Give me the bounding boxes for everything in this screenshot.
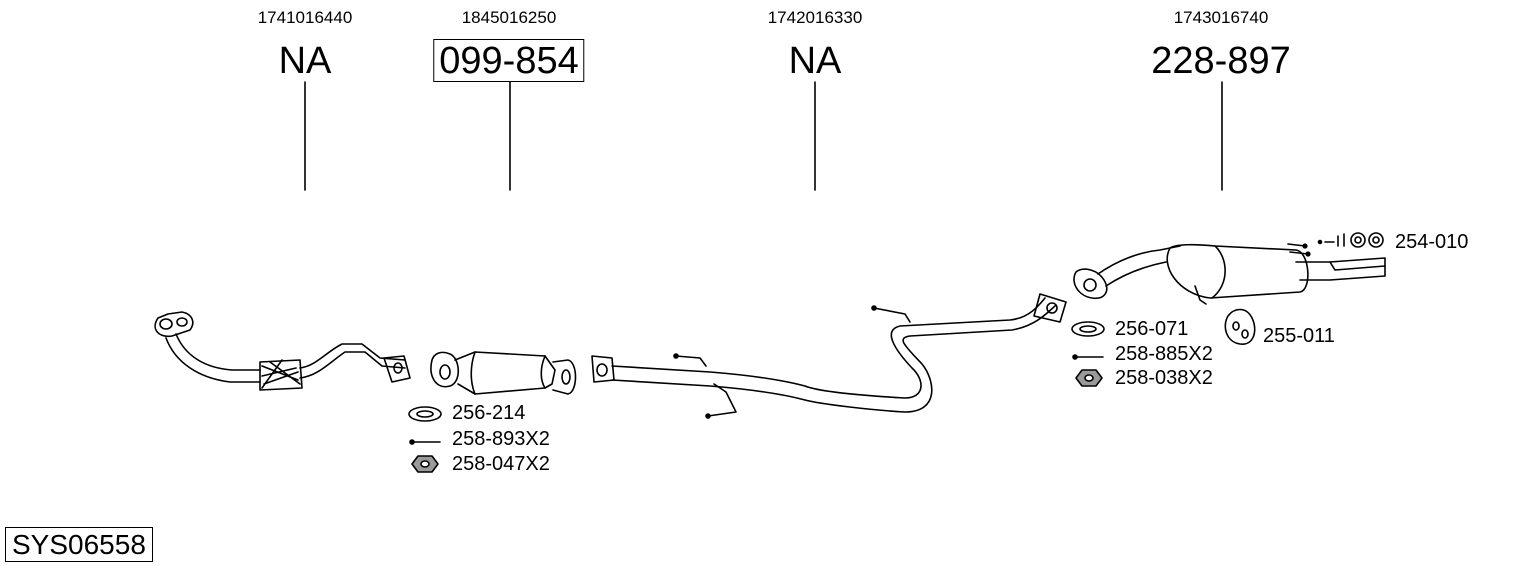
nut-icon-front <box>411 455 439 473</box>
part-number-3[interactable]: NA <box>788 40 842 82</box>
part-number-1[interactable]: NA <box>278 40 332 82</box>
clamp-icon <box>1224 308 1256 345</box>
gasket-icon-rear <box>1071 321 1105 337</box>
front-gasket-label: 256-214 <box>452 402 526 424</box>
part-number-4[interactable]: 228-897 <box>1151 40 1291 82</box>
front-pipe <box>154 311 411 391</box>
front-nut-label: 258-047X2 <box>452 453 550 475</box>
rear-nut-label: 258-038X2 <box>1115 367 1213 389</box>
oem-number-4: 1743016740 <box>1173 8 1269 27</box>
system-code: SYS06558 <box>5 527 153 563</box>
mount-icon <box>1317 232 1384 248</box>
oem-number-1: 1741016440 <box>257 8 353 27</box>
rear-clamp-label: 255-011 <box>1263 325 1335 347</box>
oem-number-3: 1742016330 <box>767 8 863 27</box>
catalytic-converter <box>430 351 577 395</box>
rear-muffler <box>1073 243 1386 305</box>
front-bolt-label: 258-893X2 <box>452 428 550 450</box>
nut-icon-rear <box>1075 369 1103 387</box>
rear-bolt-label: 258-885X2 <box>1115 343 1213 365</box>
part-number-2[interactable]: 099-854 <box>433 39 585 82</box>
middle-pipe <box>591 293 1067 419</box>
tail-mount-label: 254-010 <box>1395 231 1469 253</box>
rear-gasket-label: 256-071 <box>1115 318 1189 340</box>
bolt-icon-front <box>409 439 441 445</box>
oem-number-2: 1845016250 <box>461 8 557 27</box>
bolt-icon-rear <box>1072 354 1104 360</box>
gasket-icon-front <box>408 406 442 422</box>
